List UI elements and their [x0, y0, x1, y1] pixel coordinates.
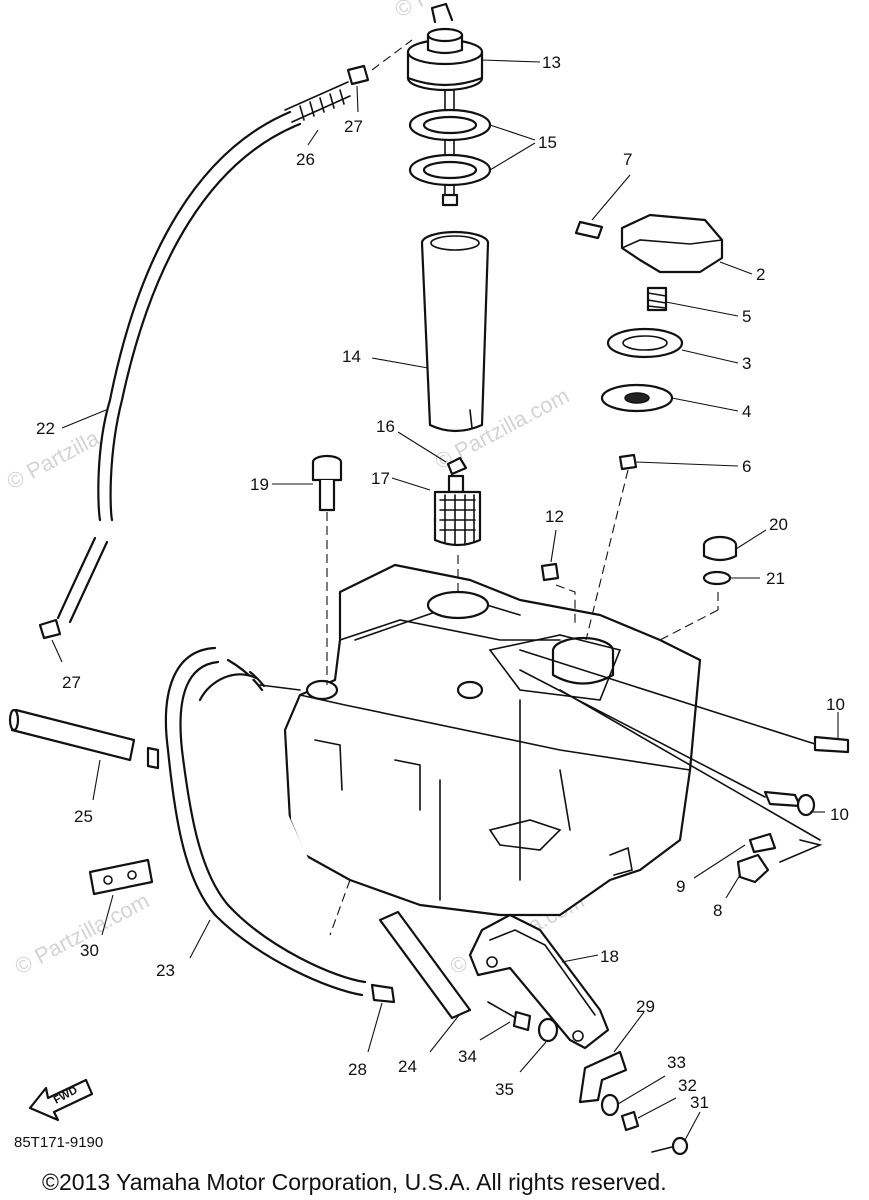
parts-20-21-grommets	[659, 535, 738, 641]
guide-lines	[329, 555, 459, 936]
callout-6: 6	[742, 457, 751, 476]
part-30-bracket	[88, 858, 154, 896]
callout-35: 35	[495, 1080, 514, 1099]
part-18-bracket	[468, 913, 610, 1050]
callout-18: 18	[600, 947, 619, 966]
parts-29-31-32-33	[578, 1050, 689, 1156]
part-17-strainer	[433, 474, 482, 547]
hose-23	[164, 646, 396, 1004]
watermark-5: © Partzilla.com	[391, 0, 534, 22]
fuel-tank	[283, 563, 702, 917]
callout-27-top: 27	[344, 117, 363, 136]
callout-8: 8	[713, 901, 722, 920]
callout-10-upper: 10	[826, 695, 845, 714]
callout-19: 19	[250, 475, 269, 494]
callout-29: 29	[636, 997, 655, 1016]
callout-14: 14	[342, 347, 361, 366]
callout-27-left: 27	[62, 673, 81, 692]
part-12-clip	[540, 562, 560, 582]
callout-15: 15	[538, 133, 557, 152]
part-19-bolt	[311, 454, 343, 685]
callout-16: 16	[376, 417, 395, 436]
callout-25: 25	[74, 807, 93, 826]
callout-33: 33	[667, 1053, 686, 1072]
callout-22: 22	[36, 419, 55, 438]
watermark-3: © Partzilla.com	[11, 888, 154, 980]
drawing-code: 85T171-9190	[14, 1134, 103, 1151]
leader-lines	[51, 59, 839, 1141]
copyright-notice: ©2013 Yamaha Motor Corporation, U.S.A. A…	[42, 1169, 667, 1195]
callout-28: 28	[348, 1060, 367, 1079]
callout-31: 31	[690, 1093, 709, 1112]
hose-25	[8, 708, 160, 770]
callout-labels: 13 27 15 26 7 2 5 3 14 4 22 16 6 19 17 1…	[36, 53, 849, 1112]
callout-20: 20	[769, 515, 788, 534]
callout-9: 9	[676, 877, 685, 896]
hose-22-26	[38, 39, 413, 640]
part-24-strap	[378, 910, 472, 1020]
callout-32: 32	[678, 1076, 697, 1095]
callout-4: 4	[742, 402, 751, 421]
part-15-rings	[408, 108, 492, 187]
callout-24: 24	[398, 1057, 417, 1076]
callout-12: 12	[545, 507, 564, 526]
callout-2: 2	[756, 265, 765, 284]
callout-5: 5	[742, 307, 751, 326]
callout-26: 26	[296, 150, 315, 169]
part-16-clip	[446, 456, 468, 476]
part-12-guide	[555, 584, 576, 625]
callout-3: 3	[742, 354, 751, 373]
cap-assembly	[574, 213, 724, 641]
callout-17: 17	[371, 469, 390, 488]
callout-7: 7	[623, 150, 632, 169]
parts-8-9	[559, 689, 823, 884]
callout-21: 21	[766, 569, 785, 588]
callout-13: 13	[542, 53, 561, 72]
part-13-cap	[406, 2, 484, 207]
part-14-tube	[420, 230, 490, 433]
parts-34-35	[487, 1001, 559, 1043]
fwd-arrow: FWD	[28, 1078, 94, 1122]
callout-34: 34	[458, 1047, 477, 1066]
callout-30: 30	[80, 941, 99, 960]
callout-23: 23	[156, 961, 175, 980]
callout-10-lower: 10	[830, 805, 849, 824]
